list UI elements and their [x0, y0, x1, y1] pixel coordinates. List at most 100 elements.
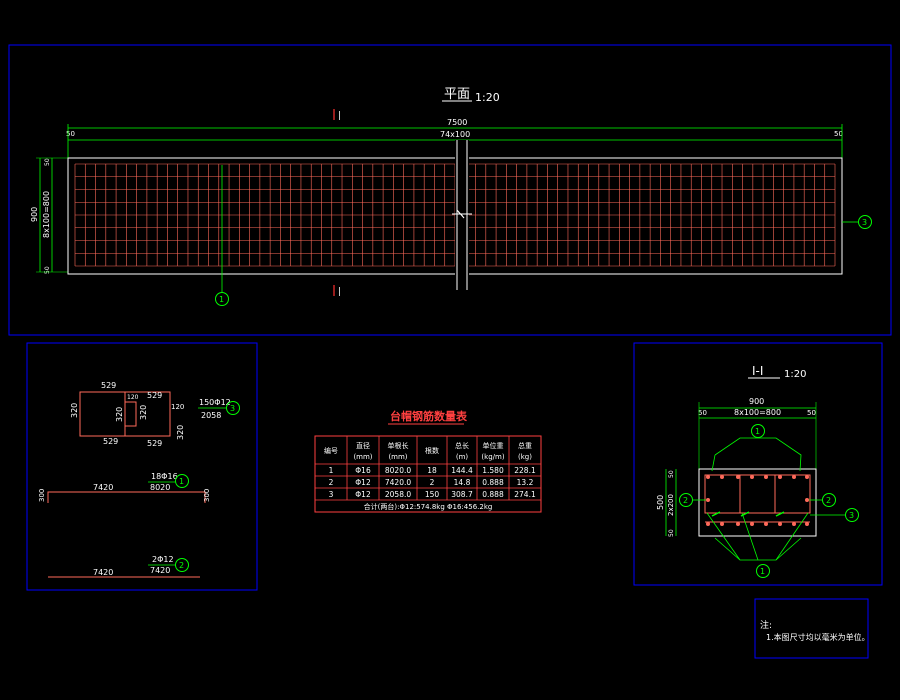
- bar2-length: 7420: [150, 566, 170, 575]
- bar3-top: 529: [101, 381, 116, 390]
- dim-inner: 74x100: [440, 130, 470, 139]
- section-rebar-dots: [706, 475, 809, 526]
- table-cell: 13.2: [517, 478, 534, 487]
- bar1-hook-right: 300: [203, 489, 211, 502]
- table-cell: 308.7: [451, 490, 473, 499]
- plan-callout-1-label: 1: [219, 295, 224, 304]
- bar2-span: 7420: [93, 568, 113, 577]
- sec-callout-top-label: 1: [755, 427, 760, 436]
- table-header-cell: (kg/m): [481, 453, 504, 461]
- table-cell: 228.1: [514, 466, 536, 475]
- plan-title: 平面: [444, 87, 470, 102]
- bar3-bottom: 529: [103, 437, 118, 446]
- bar3-mid-top: 529: [147, 391, 162, 400]
- bar1-hook-left: 300: [38, 489, 46, 502]
- plan-scale: 1:20: [475, 91, 500, 104]
- bar3-inner: [125, 401, 137, 427]
- sec-leader-bottom-diag-3: [775, 512, 809, 561]
- table-cell: 144.4: [451, 466, 473, 475]
- sec-callout-left-label: 2: [683, 496, 688, 505]
- table-header-cell: (kg): [518, 453, 532, 461]
- dim-top-small: 50: [44, 158, 51, 166]
- sec-leader-bottom-diag-1: [706, 512, 741, 561]
- note-frame: [754, 598, 869, 659]
- section-frame: [633, 342, 883, 586]
- sec-dim-edge-left: 50: [698, 409, 707, 417]
- table-cell: 2: [329, 478, 334, 487]
- bar1-span: 7420: [93, 483, 113, 492]
- sec-callout-bottom-label: 1: [760, 567, 765, 576]
- sec-callout-bottom: [756, 564, 770, 578]
- rebar-dot: [706, 475, 710, 479]
- bar3-right: [125, 391, 171, 437]
- rebar-dot: [736, 475, 740, 479]
- dim-height-inner: 8x100=800: [42, 191, 51, 238]
- plan-rebar-grid: [74, 163, 836, 267]
- sec-callout-right-low: [845, 508, 859, 522]
- bar3-small-a: 120: [127, 394, 139, 401]
- bar3-v-mid: 320: [115, 407, 124, 422]
- table-cell: 7420.0: [385, 478, 411, 487]
- table-cell: 0.888: [482, 478, 504, 487]
- bar-detail-frame: [26, 342, 258, 591]
- rebar-dot: [792, 475, 796, 479]
- rebar-dot: [720, 522, 724, 526]
- bar3-v-right: 320: [176, 425, 185, 440]
- rebar-dot: [778, 475, 782, 479]
- rebar-dot: [750, 522, 754, 526]
- plan-callout-1: [215, 292, 229, 306]
- bar3-callout-label: 3: [230, 404, 235, 413]
- dim-height: 900: [30, 207, 39, 222]
- rebar-dot: [778, 522, 782, 526]
- dim-overall: 7500: [447, 118, 467, 127]
- bar1-spec: 18Φ16: [151, 472, 178, 481]
- bar1-shape: [47, 491, 206, 503]
- table-cell: 0.888: [482, 490, 504, 499]
- section-title: I-I: [752, 364, 763, 378]
- table-cell: Φ12: [355, 490, 371, 499]
- plan-callout-3-label: 3: [862, 218, 867, 227]
- rebar-dot: [706, 522, 710, 526]
- sec-dim-edge-right: 50: [807, 409, 816, 417]
- sec-dim-bottom-small: 50: [668, 529, 675, 537]
- sec-callout-right-low-label: 3: [849, 511, 854, 520]
- table-cell: 1.580: [482, 466, 504, 475]
- rebar-dot: [792, 522, 796, 526]
- note-label: 注:: [760, 619, 772, 631]
- table-header-cell: 编号: [324, 446, 338, 455]
- bar3-mid-bottom: 529: [147, 439, 162, 448]
- break-zigzag: [452, 209, 472, 219]
- sec-leader-bottom: [714, 537, 802, 561]
- bar1-callout-label: 1: [179, 477, 184, 486]
- table-header-cell: 总重: [518, 441, 532, 450]
- sec-callout-top: [751, 424, 765, 438]
- bar2-spec: 2Φ12: [152, 555, 174, 564]
- stirrup-hook: [711, 511, 721, 517]
- sec-leader-bottom-diag-2: [741, 512, 759, 561]
- bar3-v-mid2: 320: [139, 405, 148, 420]
- table-cell: 2058.0: [385, 490, 411, 499]
- table-total: 合计(两台):Φ12:574.8kg Φ16:456.2kg: [364, 502, 493, 511]
- rebar-dot: [805, 475, 809, 479]
- bar2-callout-label: 2: [179, 561, 184, 570]
- bar3-spec: 150Φ12: [199, 398, 231, 407]
- rebar-dot: [706, 498, 710, 502]
- section-mark-bottom: |: [338, 287, 341, 297]
- section-outline: [698, 468, 817, 537]
- sec-dim-inner: 8x100=800: [734, 408, 781, 417]
- table-header-cell: 直径: [356, 441, 370, 450]
- table-header-cell: (m): [456, 453, 469, 461]
- plan-frame: [8, 44, 892, 336]
- table-cell: 2: [430, 478, 435, 487]
- sec-callout-right-mid-label: 2: [826, 496, 831, 505]
- sec-dim-top-small: 50: [668, 470, 675, 478]
- note-text: 1.本图尺寸均以毫米为单位。: [766, 632, 870, 642]
- sec-dim-height-inner: 2x200: [667, 494, 675, 516]
- stirrup-hook: [775, 511, 785, 517]
- table-header-cell: (mm): [353, 453, 372, 461]
- rebar-dot: [720, 475, 724, 479]
- rebar-dot: [805, 498, 809, 502]
- section-mark-top: |: [338, 111, 341, 121]
